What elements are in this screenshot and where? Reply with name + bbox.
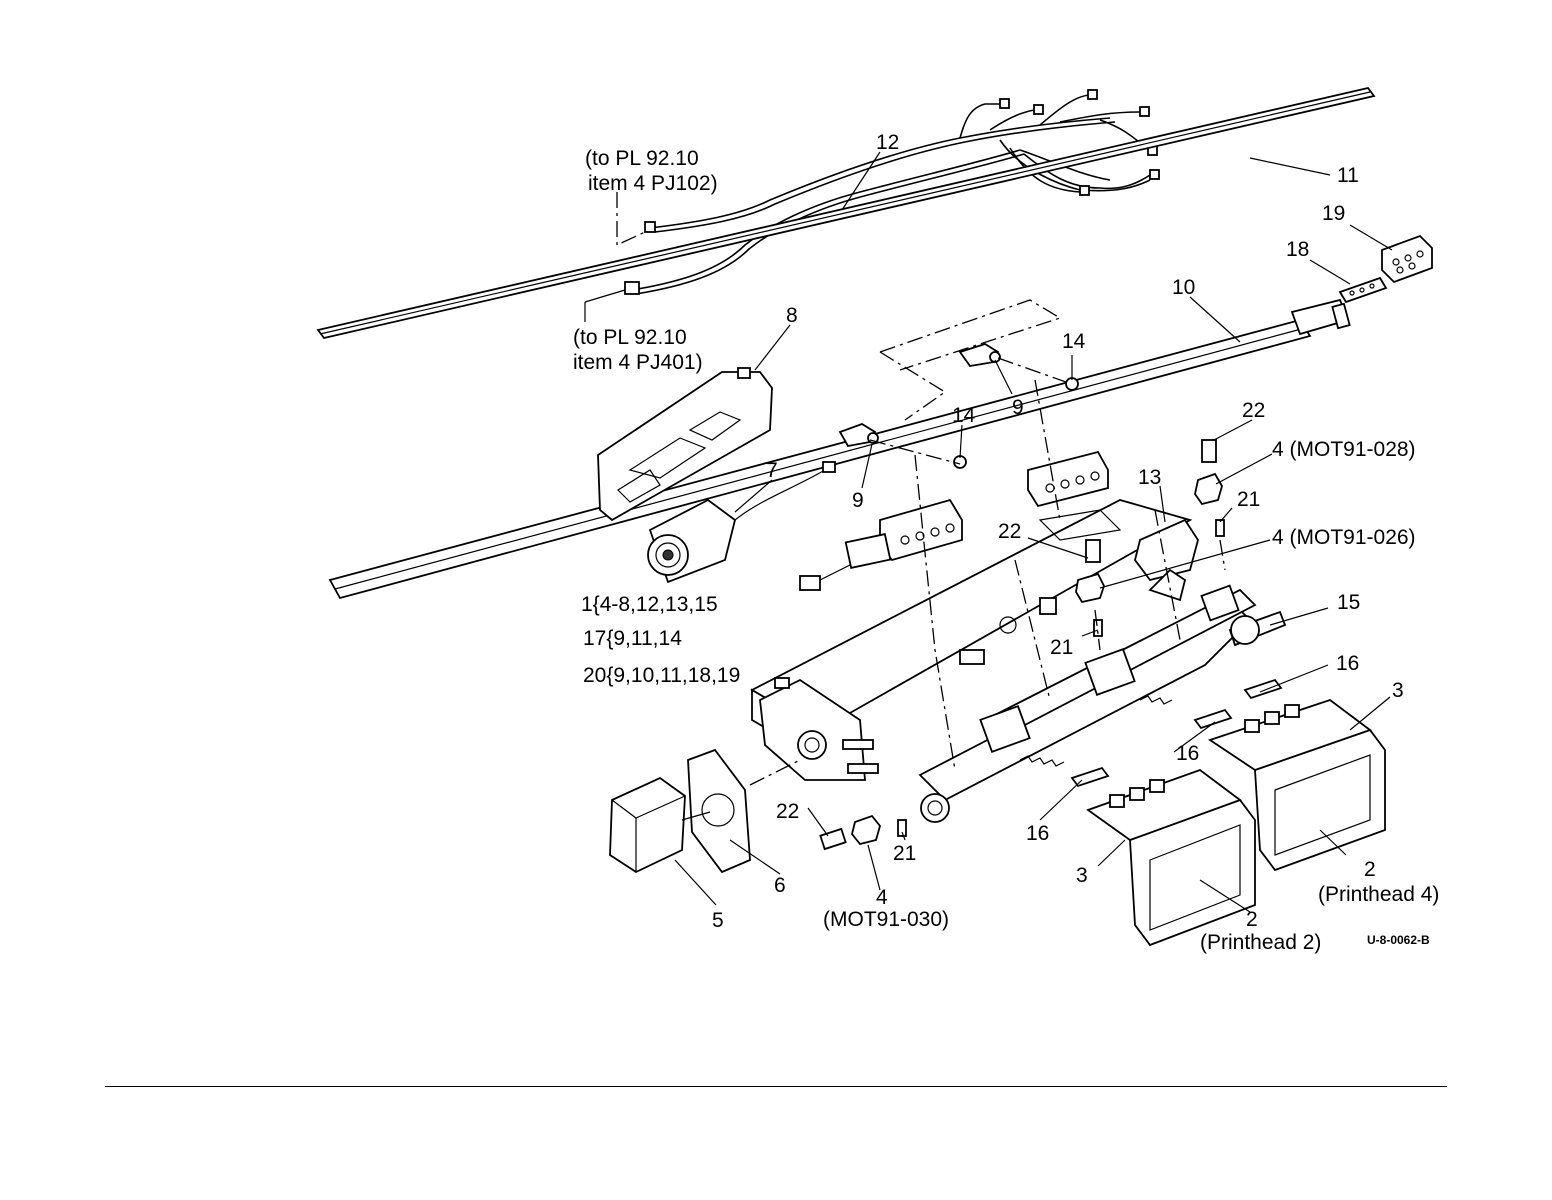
item-label: 22 — [998, 520, 1021, 543]
item-label: 16 — [1336, 652, 1359, 675]
item-label: 19 — [1322, 202, 1345, 225]
kit-note: 17{9,11,14 — [583, 627, 682, 650]
item-label: (Printhead 2) — [1200, 931, 1321, 954]
connector-note-pj401: (to PL 92.10 item 4 PJ401) — [573, 326, 703, 374]
item-label: 5 — [712, 909, 724, 932]
item-label: 14 — [952, 404, 976, 427]
item-label: 6 — [774, 874, 786, 897]
connector-block — [1382, 236, 1432, 282]
footer-rule — [105, 1086, 1447, 1087]
item-label: 22 — [1242, 399, 1265, 422]
item-label: 3 — [1392, 679, 1404, 702]
slider-block — [1028, 452, 1108, 506]
clip-icon — [960, 344, 1000, 366]
kit-note: 1{4-8,12,13,15 — [581, 593, 718, 616]
item-label: 14 — [1062, 330, 1086, 353]
printhead-icon — [1088, 770, 1255, 945]
item-label: 12 — [876, 131, 899, 154]
tube-endcap — [800, 534, 890, 590]
item-label: 9 — [852, 489, 864, 512]
kit-note: 20{9,10,11,18,19 — [583, 664, 740, 687]
item-label: 4 (MOT91-026) — [1272, 526, 1416, 549]
carriage-tube — [330, 300, 1350, 598]
item-label: 4 (MOT91-028) — [1272, 438, 1416, 461]
guide-rail — [318, 88, 1374, 338]
connector-note-pj102: (to PL 92.10 item 4 PJ102) — [585, 147, 718, 195]
item-label: 2 — [1364, 858, 1376, 881]
end-motor — [610, 778, 685, 872]
item-label: 7 — [766, 459, 778, 482]
item-label: (Printhead 4) — [1318, 883, 1439, 906]
item-label: 2 — [1246, 908, 1258, 931]
item-label: 21 — [1237, 488, 1260, 511]
item-label: 22 — [776, 800, 799, 823]
item-label: 18 — [1286, 238, 1309, 261]
carriage-frame — [752, 500, 1190, 780]
item-label: (MOT91-030) — [823, 908, 949, 931]
item-label: 21 — [893, 842, 916, 865]
item-label: 8 — [786, 304, 798, 327]
clip-icon — [840, 424, 878, 446]
mounting-flange — [682, 750, 750, 872]
item-label: 10 — [1172, 276, 1195, 299]
item-label: 4 — [876, 886, 888, 909]
item-label: 9 — [1012, 396, 1024, 419]
slider-block — [880, 500, 962, 560]
item-label: 11 — [1337, 164, 1359, 187]
item-label: 16 — [1176, 742, 1199, 765]
item-label: 21 — [1050, 636, 1073, 659]
item-label: 3 — [1076, 864, 1088, 887]
item-label: 13 — [1138, 466, 1161, 489]
drawing-number: U-8-0062-B — [1367, 933, 1430, 947]
item-label: 16 — [1026, 822, 1049, 845]
item-label: 15 — [1337, 591, 1360, 614]
